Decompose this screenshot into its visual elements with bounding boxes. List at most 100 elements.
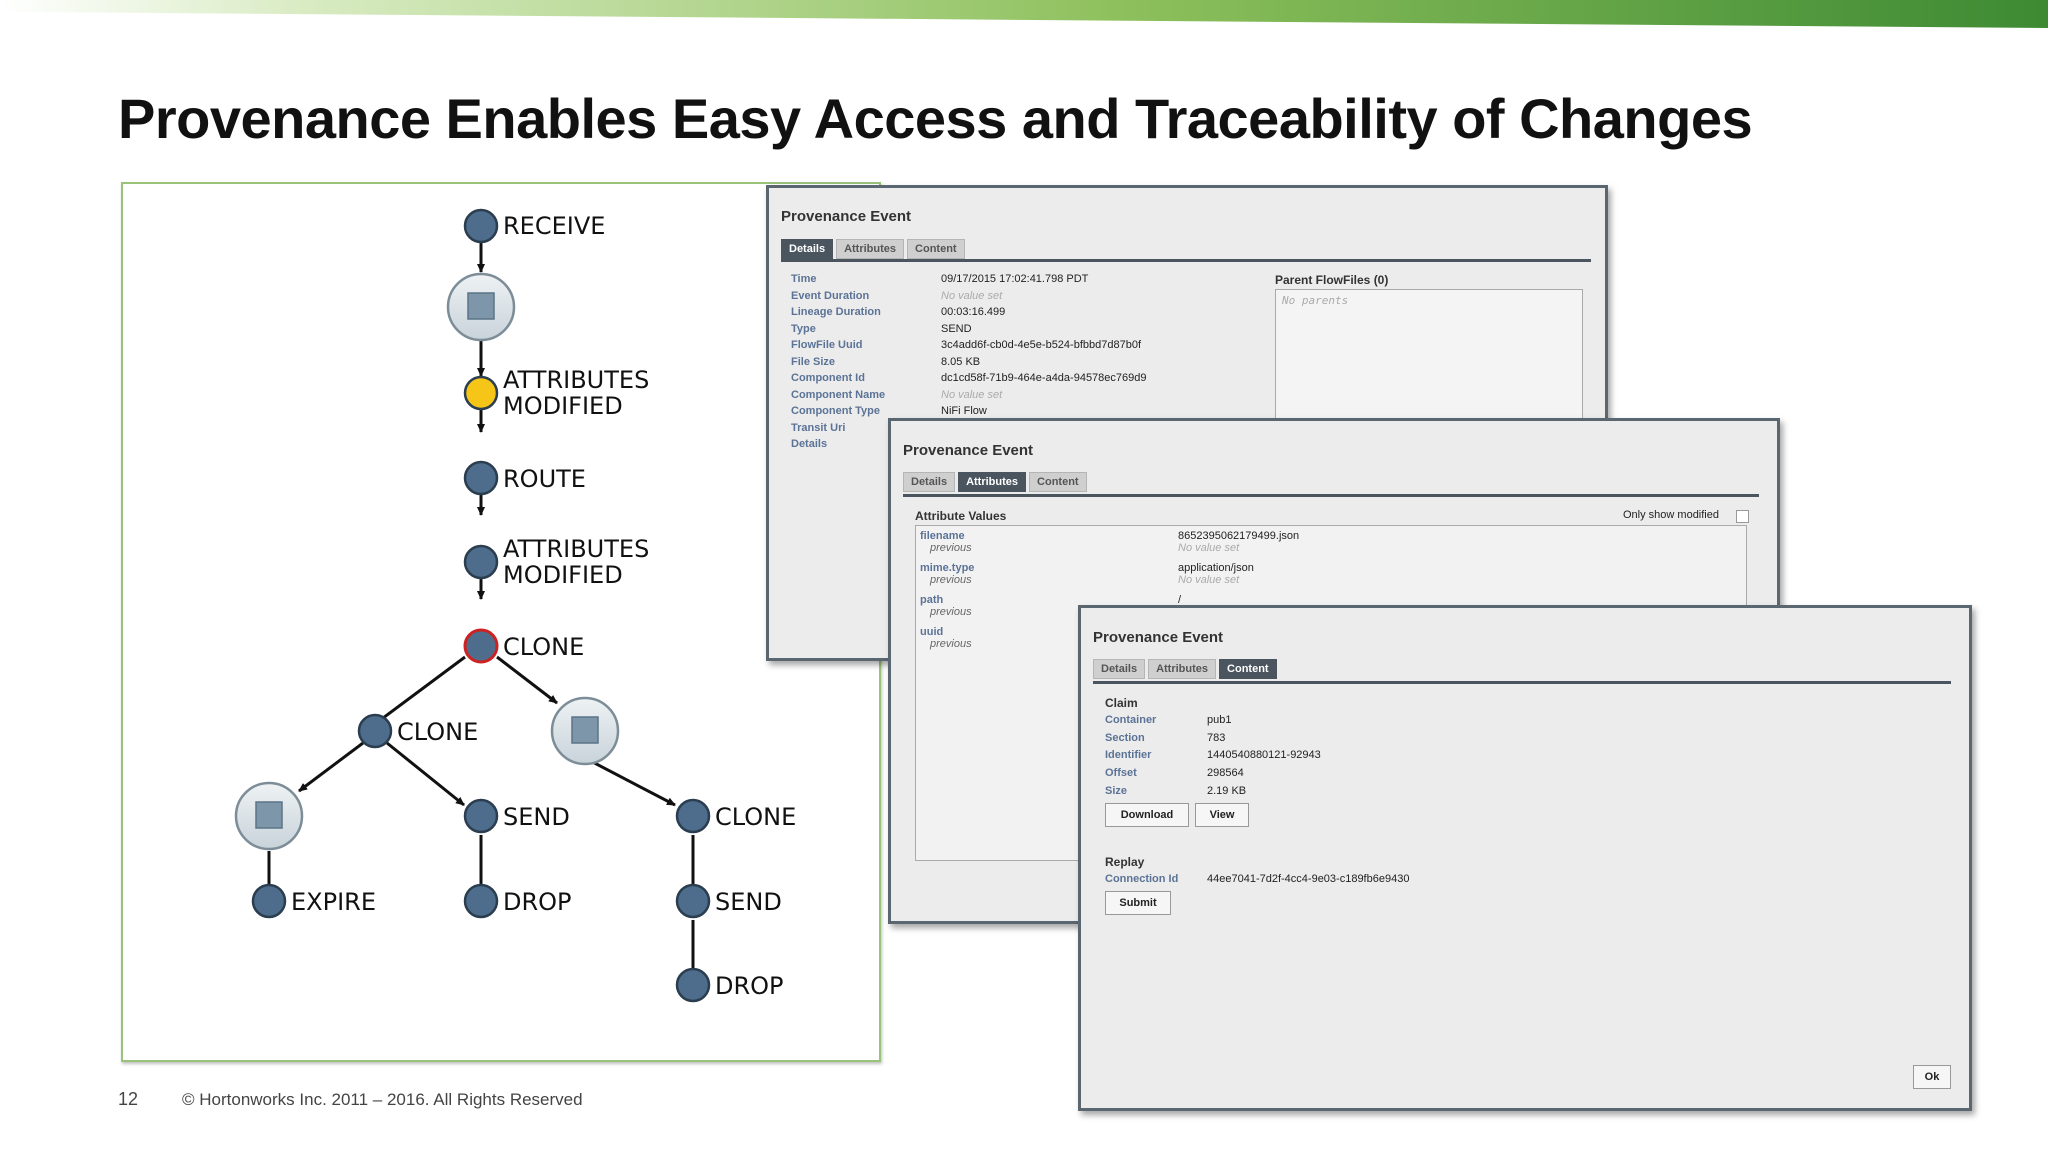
node-send-mid (463, 798, 499, 834)
tab-attributes[interactable]: Attributes (836, 239, 905, 259)
lineage-edges (265, 223, 697, 981)
copyright-text: © Hortonworks Inc. 2011 – 2016. All Righ… (182, 1090, 583, 1109)
claim-value: 298564 (1207, 767, 1244, 779)
previous-label: previous (930, 542, 972, 554)
window-title: Provenance Event (903, 442, 1034, 459)
previous-label: previous (930, 606, 972, 618)
lineage-graph (234, 208, 711, 1003)
flowfile-right-icon (571, 716, 599, 744)
label-drop-mid: DROP (503, 888, 572, 916)
tab-details[interactable]: Details (903, 472, 956, 492)
attribute-name: path (920, 594, 944, 606)
tab-content[interactable]: Content (907, 239, 965, 259)
node-expire (251, 883, 287, 919)
connection-id-value: 44ee7041-7d2f-4cc4-9e03-c189fb6e9430 (1207, 873, 1410, 885)
tab-details[interactable]: Details (781, 239, 834, 259)
slide-title: Provenance Enables Easy Access and Trace… (118, 87, 1753, 150)
edge-cloneleft-send (386, 741, 465, 807)
connection-id-label: Connection Id (1105, 873, 1179, 885)
node-clone-right (675, 798, 711, 834)
replay-title: Replay (1105, 855, 1145, 869)
window-title: Provenance Event (781, 208, 912, 225)
field-value: SEND (941, 323, 972, 335)
tab-bar: Details Attributes Content (781, 239, 965, 259)
only-show-modified-label: Only show modified (1623, 509, 1719, 521)
field-label: Type (791, 323, 816, 335)
node-attributes-modified (463, 375, 499, 411)
node-clone-main (463, 628, 499, 664)
attribute-value: application/json (1178, 562, 1254, 574)
label-drop-right: DROP (715, 972, 784, 1000)
provenance-content-window: Provenance Event Details Attributes Cont… (1078, 605, 1972, 1111)
attribute-previous-value: No value set (1178, 574, 1240, 586)
tab-underline (781, 259, 1591, 262)
claim-title: Claim (1105, 696, 1138, 710)
submit-button[interactable]: Submit (1105, 891, 1171, 915)
edge-cloneleft-flowfileleft (298, 741, 364, 793)
attribute-name: uuid (920, 626, 944, 638)
attribute-name: mime.type (920, 562, 975, 574)
field-value: NiFi Flow (941, 405, 987, 417)
tab-attributes[interactable]: Attributes (958, 472, 1027, 492)
previous-label: previous (930, 574, 972, 586)
field-label: Transit Uri (791, 422, 846, 434)
attribute-value: / (1178, 594, 1182, 606)
flowfile-top-icon (467, 292, 495, 320)
tab-underline (1093, 681, 1951, 684)
field-label: File Size (791, 356, 836, 368)
node-drop-mid (463, 883, 499, 919)
only-show-modified-checkbox[interactable] (1736, 510, 1749, 523)
ok-button[interactable]: Ok (1913, 1065, 1951, 1089)
field-label: Component Id (791, 372, 865, 384)
field-label: Event Duration (791, 290, 870, 302)
tab-bar: Details Attributes Content (1093, 659, 1277, 679)
page-number: 12 (118, 1089, 139, 1109)
claim-label: Section (1105, 732, 1145, 744)
attribute-name: filename (920, 530, 965, 542)
field-value: dc1cd58f-71b9-464e-a4da-94578ec769d9 (941, 372, 1147, 384)
label-attributes-modified-2: ATTRIBUTES MODIFIED (503, 535, 650, 589)
field-label: Lineage Duration (791, 306, 881, 318)
top-accent-bar (0, 0, 2048, 28)
node-attributes-modified-2 (463, 544, 499, 580)
attribute-previous-value: No value set (1178, 542, 1240, 554)
lineage-graph-panel: RECEIVE ATTRIBUTES MODIFIED ROUTE ATTRIB… (121, 182, 881, 1062)
edge-clone-cloneleft (374, 655, 466, 726)
claim-value: pub1 (1207, 714, 1232, 726)
parent-flowfiles-box: No parents (1275, 289, 1583, 431)
claim-label: Size (1105, 785, 1128, 797)
claim-value: 1440540880121-92943 (1207, 749, 1321, 761)
attribute-value: 8652395062179499.json (1178, 530, 1300, 542)
lineage-nodes (234, 208, 711, 1003)
claim-value: 2.19 KB (1207, 785, 1247, 797)
field-value: 3c4add6f-cb0d-4e5e-b524-bfbbd7d87b0f (941, 339, 1141, 351)
field-value: 00:03:16.499 (941, 306, 1006, 318)
field-label: Component Name (791, 389, 886, 401)
tab-content[interactable]: Content (1029, 472, 1087, 492)
field-label: Time (791, 273, 817, 285)
field-label: Component Type (791, 405, 881, 417)
claim-label: Offset (1105, 767, 1137, 779)
tab-attributes[interactable]: Attributes (1148, 659, 1217, 679)
field-value: 09/17/2015 17:02:41.798 PDT (941, 273, 1089, 285)
node-receive (463, 208, 499, 244)
claim-value: 783 (1207, 732, 1226, 744)
download-button[interactable]: Download (1105, 803, 1189, 827)
tab-content[interactable]: Content (1219, 659, 1277, 679)
tab-underline (903, 494, 1759, 497)
label-clone-main: CLONE (503, 633, 585, 661)
edge-flowfileright-cloneright (582, 755, 676, 807)
claim-label: Identifier (1105, 749, 1152, 761)
field-label: FlowFile Uuid (791, 339, 863, 351)
label-receive: RECEIVE (503, 212, 606, 240)
previous-label: previous (930, 638, 972, 650)
parent-flowfiles-label: Parent FlowFiles (0) (1275, 273, 1389, 287)
node-send-right (675, 883, 711, 919)
tab-details[interactable]: Details (1093, 659, 1146, 679)
node-clone-left (357, 713, 393, 749)
node-route (463, 460, 499, 496)
attribute-values-title: Attribute Values (915, 509, 1007, 523)
claim-label: Container (1105, 714, 1157, 726)
edge-clone-flowfileright (496, 655, 558, 705)
view-button[interactable]: View (1195, 803, 1249, 827)
